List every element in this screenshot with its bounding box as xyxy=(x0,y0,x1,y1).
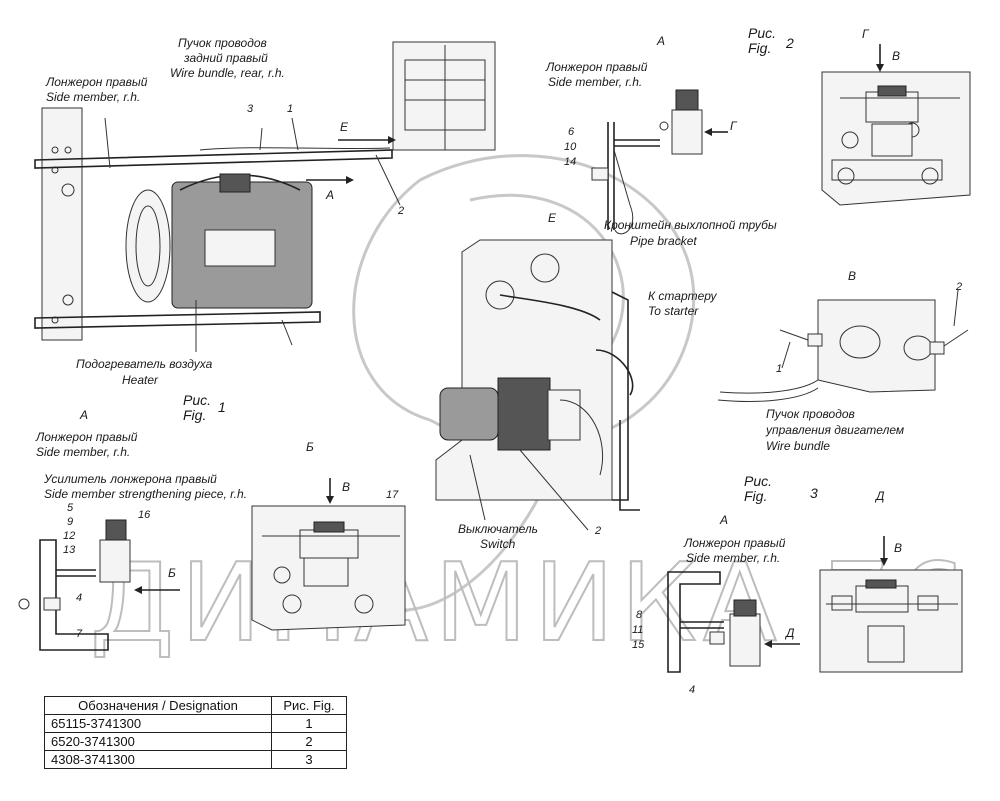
fig2-ru: Рис. xyxy=(748,25,776,41)
strength-ru: Усилитель лонжерона правый xyxy=(43,472,217,486)
callout-8: 8 xyxy=(636,609,643,621)
view-d-drawing xyxy=(819,536,963,673)
callout-15: 15 xyxy=(632,639,645,651)
callout-2-view-e: 2 xyxy=(594,525,601,537)
callout-12: 12 xyxy=(63,530,75,542)
view-a-fig2-drawing xyxy=(591,89,728,235)
table-header-fig: Рис. Fig. xyxy=(271,696,347,715)
strength-en: Side member strengthening piece, r.h. xyxy=(44,487,247,501)
engine-bundle-ru-1: Пучок проводов xyxy=(766,407,855,421)
bundle-rear-en: Wire bundle, rear, r.h. xyxy=(170,66,285,80)
fig3-number: 3 xyxy=(810,485,818,501)
view-a-fig3-drawing xyxy=(18,519,180,651)
side-member-en-fig3-right: Side member, r.h. xyxy=(686,551,780,565)
heater-ru: Подогреватель воздуха xyxy=(76,357,213,371)
callout-17: 17 xyxy=(386,489,399,501)
view-a-arrow-label-fig1: А xyxy=(325,188,334,202)
side-member-ru-fig3-right: Лонжерон правый xyxy=(683,536,786,550)
fig1-en: Fig. xyxy=(183,407,206,423)
bundle-rear-ru-2: задний правый xyxy=(183,51,268,65)
switch-ru: Выключатель xyxy=(458,522,538,536)
table-cell-designation: 6520-3741300 xyxy=(44,732,272,751)
fig3-ru: Рис. xyxy=(744,473,772,489)
view-b-drawing xyxy=(251,478,406,631)
table-cell-designation: 65115-3741300 xyxy=(44,714,272,733)
view-v-arrow-label-b: В xyxy=(342,480,350,494)
callout-4-fig3-right: 4 xyxy=(689,684,695,696)
table-header-designation: Обозначения / Designation xyxy=(44,696,272,715)
callout-14: 14 xyxy=(564,156,576,168)
view-a-title-fig2: А xyxy=(656,34,665,48)
table-cell-fig: 3 xyxy=(271,750,347,769)
fig3-en: Fig. xyxy=(744,488,767,504)
table-row: 6520-3741300 2 xyxy=(44,732,347,751)
engine-bundle-ru-2: управления двигателем xyxy=(765,423,904,437)
starter-en: To starter xyxy=(648,304,699,318)
callout-6: 6 xyxy=(568,126,575,138)
table-cell-fig: 1 xyxy=(271,714,347,733)
view-g-title: Г xyxy=(862,27,870,41)
engine-bundle-en: Wire bundle xyxy=(766,439,830,453)
side-member-ru-fig1: Лонжерон правый xyxy=(45,75,148,89)
callout-2-fig1: 2 xyxy=(397,205,404,217)
heater-en: Heater xyxy=(122,373,159,387)
table-header-row: Обозначения / Designation Рис. Fig. xyxy=(44,696,347,715)
view-b-title: Б xyxy=(306,440,314,454)
view-v-title: В xyxy=(848,269,856,283)
table-cell-designation: 4308-3741300 xyxy=(44,750,272,769)
fig1-number: 1 xyxy=(218,399,226,415)
callout-5: 5 xyxy=(67,502,74,514)
table-row: 4308-3741300 3 xyxy=(44,750,347,769)
view-a-title-fig3-right: А xyxy=(719,513,728,527)
callout-1-view-v: 1 xyxy=(776,363,782,375)
switch-en: Switch xyxy=(480,537,516,551)
callout-3-fig1: 3 xyxy=(247,103,254,115)
fig1-ru: Рис. xyxy=(183,392,211,408)
fig2-number: 2 xyxy=(785,35,794,51)
view-d-arrow-label: Д xyxy=(784,626,795,640)
view-v-drawing xyxy=(717,289,969,402)
view-a-fig3-right-drawing xyxy=(667,571,800,673)
table-row: 65115-3741300 1 xyxy=(44,714,347,733)
side-member-ru-fig2: Лонжерон правый xyxy=(545,60,648,74)
fig1-drawing xyxy=(34,41,496,352)
bundle-rear-ru-1: Пучок проводов xyxy=(178,36,267,50)
callout-7: 7 xyxy=(76,628,83,640)
callout-9: 9 xyxy=(67,516,73,528)
view-e-drawing xyxy=(435,239,640,531)
side-member-en-fig3: Side member, r.h. xyxy=(36,445,130,459)
view-e-title: Е xyxy=(548,211,557,225)
pipe-bracket-en: Pipe bracket xyxy=(630,234,697,248)
callout-13: 13 xyxy=(63,544,76,556)
starter-ru: К стартеру xyxy=(648,289,718,303)
callout-1-fig1: 1 xyxy=(287,103,293,115)
designation-table: Обозначения / Designation Рис. Fig. 6511… xyxy=(44,696,347,769)
callout-11: 11 xyxy=(632,624,643,636)
view-e-arrow-label: E xyxy=(340,120,349,134)
view-a-title-fig3: А xyxy=(79,408,88,422)
view-d-title: Д xyxy=(874,489,885,503)
table-cell-fig: 2 xyxy=(271,732,347,751)
fig2-en: Fig. xyxy=(748,40,771,56)
view-b-arrow-label: Б xyxy=(168,566,176,580)
callout-16: 16 xyxy=(138,509,151,521)
side-member-en-fig1: Side member, r.h. xyxy=(46,90,140,104)
callout-10: 10 xyxy=(564,141,577,153)
view-v-arrow-label-g: В xyxy=(892,49,900,63)
side-member-ru-fig3: Лонжерон правый xyxy=(35,430,138,444)
side-member-en-fig2: Side member, r.h. xyxy=(548,75,642,89)
view-g-arrow-label: Г xyxy=(730,119,738,133)
callout-2-view-v: 2 xyxy=(955,281,962,293)
callout-4-fig3-left: 4 xyxy=(76,592,82,604)
view-g-drawing xyxy=(821,44,971,206)
pipe-bracket-ru: Кронштейн выхлопной трубы xyxy=(604,218,777,232)
view-v-arrow-label-d: В xyxy=(894,541,902,555)
